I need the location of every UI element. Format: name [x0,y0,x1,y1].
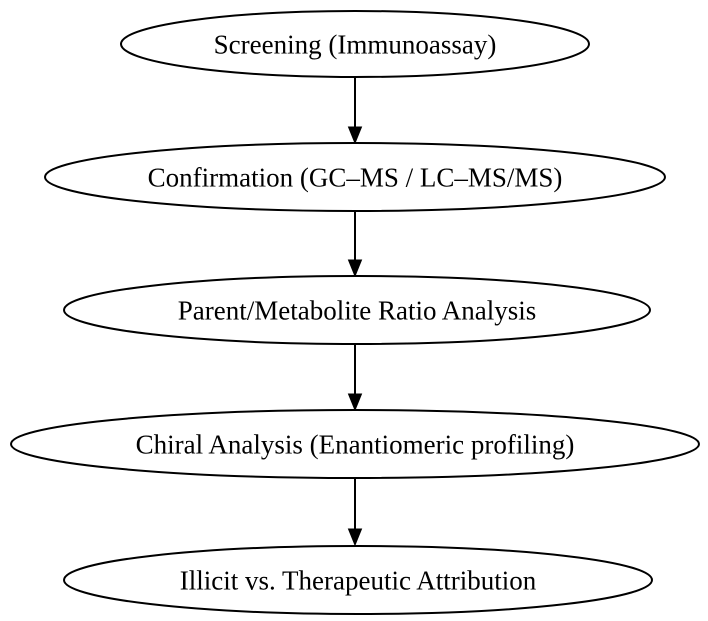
node-attribution-ellipse [63,545,653,615]
node-ratio-ellipse [63,275,651,345]
node-screening-label: Screening (Immunoassay) [214,29,497,59]
node-ratio: Parent/Metabolite Ratio Analysis [63,275,651,345]
node-confirmation-label: Confirmation (GC–MS / LC–MS/MS) [148,162,563,192]
arrowhead-down-icon [347,126,363,145]
arrowhead-down-icon [347,259,363,278]
arrowhead-down-icon [347,393,363,412]
node-ratio-label: Parent/Metabolite Ratio Analysis [178,295,536,325]
edge-confirmation-ratio [347,211,363,278]
node-attribution-label: Illicit vs. Therapeutic Attribution [180,565,537,595]
edge-chiral-attribution [347,478,363,547]
edge-ratio-chiral [347,344,363,412]
node-chiral: Chiral Analysis (Enantiomeric profiling) [10,409,700,479]
node-confirmation: Confirmation (GC–MS / LC–MS/MS) [44,142,666,212]
node-attribution: Illicit vs. Therapeutic Attribution [63,545,653,615]
node-screening: Screening (Immunoassay) [120,10,590,78]
edge-screening-confirmation [347,77,363,145]
node-chiral-label: Chiral Analysis (Enantiomeric profiling) [136,429,575,459]
arrowhead-down-icon [347,528,363,547]
